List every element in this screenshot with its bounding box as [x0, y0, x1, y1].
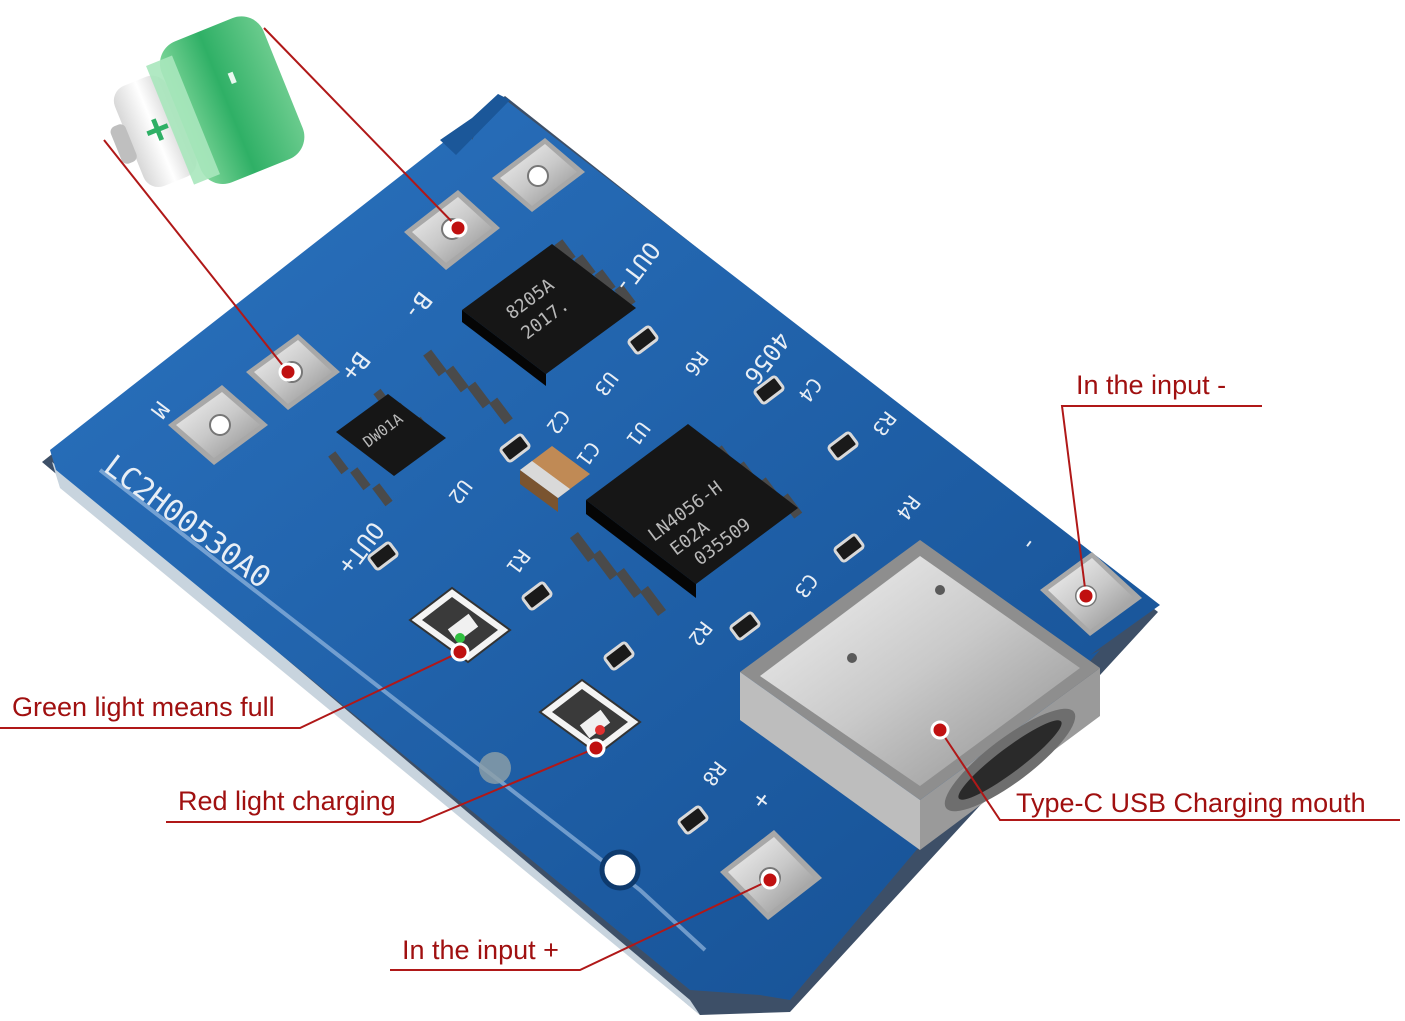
line-green — [0, 651, 461, 729]
line-battery-minus — [263, 27, 459, 229]
pcb-edge-light — [52, 462, 700, 1015]
callout-green-light: Green light means full — [12, 692, 275, 722]
line-typec — [939, 729, 1400, 821]
chip-u3: 8205A 2017. — [423, 239, 636, 425]
typec-connector — [740, 540, 1100, 850]
callout-input-plus: In the input + — [402, 935, 559, 965]
mounting-hole — [599, 849, 641, 891]
pad-m — [168, 385, 268, 465]
capacitor-c1 — [520, 446, 590, 512]
callout-lines — [0, 27, 1400, 971]
smd-components — [367, 325, 865, 835]
line-battery-plus — [103, 139, 289, 373]
chip-u2: DW01A — [328, 388, 446, 507]
battery-icon: + - — [110, 16, 305, 188]
callout-input-minus: In the input - — [1076, 370, 1227, 400]
line-input-minus — [1060, 405, 1262, 597]
callout-red-light: Red light charging — [178, 786, 396, 816]
callout-dots — [278, 218, 1096, 890]
led-red — [538, 678, 642, 756]
callout-typec: Type-C USB Charging mouth — [1016, 788, 1366, 818]
led-green — [408, 586, 512, 664]
line-input-plus — [390, 879, 771, 971]
line-red — [166, 747, 597, 823]
pad-out-minus — [492, 138, 585, 212]
